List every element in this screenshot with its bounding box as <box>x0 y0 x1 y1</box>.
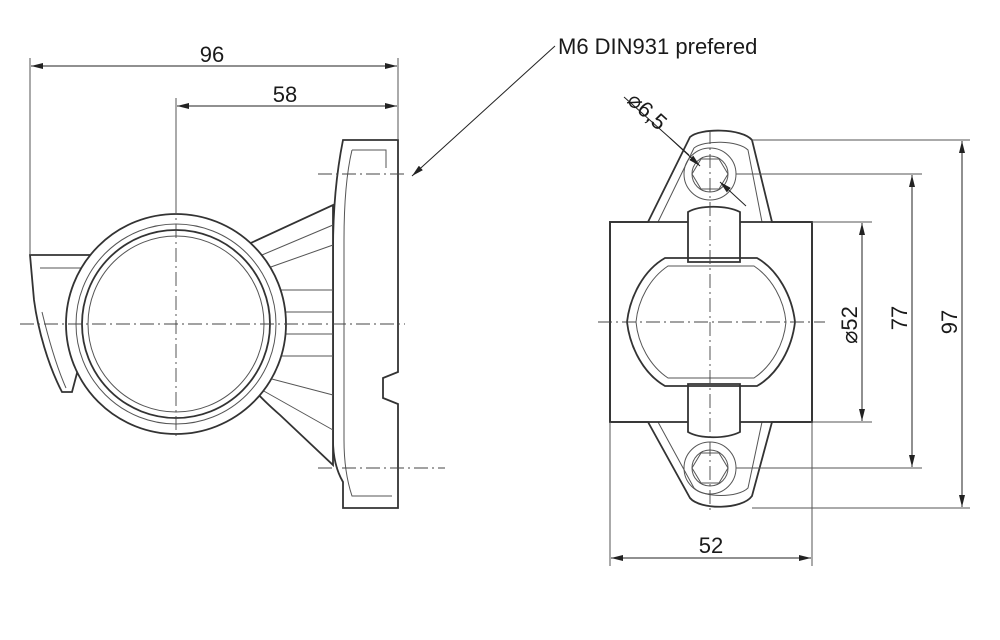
flange-inner <box>657 141 763 496</box>
lens-outline <box>626 257 796 387</box>
top-boss <box>687 205 741 263</box>
dim-line-hole-arrow1 <box>669 137 701 167</box>
bottom-boss <box>687 383 741 439</box>
dim-line-hole-arrow2 <box>719 181 747 207</box>
dim-hole-spacing: 77 <box>887 306 912 330</box>
side-flange-inner <box>40 267 88 389</box>
nut-bottom <box>691 452 729 484</box>
nut-top <box>691 158 729 190</box>
lens-inner <box>635 265 787 379</box>
dim-overall-height: 97 <box>937 310 962 334</box>
dim-offset-width: 58 <box>273 82 297 107</box>
dim-lens-diameter: ⌀52 <box>837 306 862 344</box>
dim-hole-diameter: ⌀6,5 <box>623 87 672 135</box>
dim-overall-width: 96 <box>200 42 224 67</box>
side-view: 96 58 M6 DIN931 prefered <box>20 34 757 509</box>
arm-ribs <box>261 224 334 431</box>
dim-base-width: 52 <box>699 533 723 558</box>
flange-outline <box>609 129 813 508</box>
note-leader <box>411 45 556 177</box>
bolt-note: M6 DIN931 prefered <box>558 34 757 59</box>
front-view: ⌀6,5 ⌀52 77 97 52 <box>598 87 970 566</box>
